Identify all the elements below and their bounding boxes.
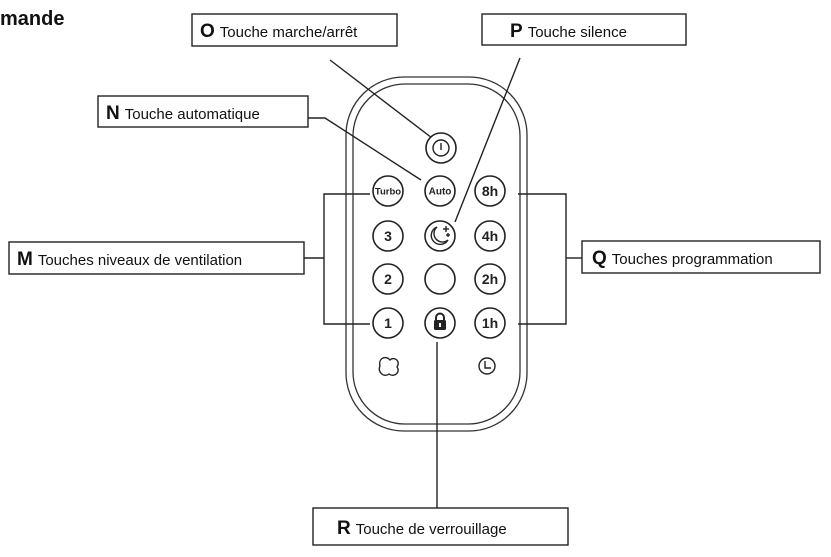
leader-M-bracket: [323, 193, 370, 325]
callout-N: N Touche automatique: [97, 95, 309, 128]
leader-lines: [304, 57, 582, 508]
page-title: mande: [0, 8, 64, 30]
callout-text-N: Touche automatique: [125, 106, 260, 123]
leader-O: [329, 59, 433, 139]
leader-Q-bracket: [518, 193, 567, 325]
fan-icon: [378, 356, 399, 376]
callout-text-Q: Touches programmation: [612, 251, 773, 268]
timer-2h-button[interactable]: 2h: [474, 263, 506, 295]
timer-1h-button[interactable]: 1h: [474, 307, 506, 339]
callout-box-Q: [581, 240, 821, 274]
lock-button[interactable]: [424, 307, 456, 339]
callout-letter-M: M: [17, 249, 33, 270]
timer-2h-label: 2h: [482, 271, 498, 287]
turbo-button[interactable]: Turbo: [372, 175, 404, 207]
timer-4h-label: 4h: [482, 228, 498, 244]
timer-1h-label: 1h: [482, 315, 498, 331]
callout-P: P Touche silence: [481, 13, 687, 46]
callout-text-P: Touche silence: [528, 24, 627, 41]
callout-box-N: [97, 95, 309, 128]
turbo-label: Turbo: [375, 187, 401, 198]
callout-letter-N: N: [106, 103, 120, 124]
fan-level-1-button[interactable]: 1: [372, 307, 404, 339]
callout-letter-R: R: [337, 518, 351, 539]
lock-icon: [434, 312, 446, 330]
blank-button[interactable]: [424, 263, 456, 295]
fan-level-2-label: 2: [384, 271, 392, 287]
fan-level-1-label: 1: [384, 315, 392, 331]
auto-button[interactable]: Auto: [424, 175, 456, 207]
fan-level-3-label: 3: [384, 228, 392, 244]
callout-text-R: Touche de verrouillage: [356, 521, 507, 538]
callout-letter-O: O: [200, 21, 215, 42]
power-icon: [432, 139, 450, 157]
clock-icon: [478, 357, 496, 375]
fan-level-3-button[interactable]: 3: [372, 220, 404, 252]
callout-box-M: [8, 241, 305, 275]
callout-letter-P: P: [510, 21, 523, 42]
callout-R: R Touche de verrouillage: [312, 507, 569, 546]
callout-O: O Touche marche/arrêt: [191, 13, 398, 47]
callout-box-P: [481, 13, 687, 46]
power-button[interactable]: [425, 132, 457, 164]
callout-Q: Q Touches programmation: [581, 240, 821, 274]
callout-text-O: Touche marche/arrêt: [220, 24, 358, 41]
auto-label: Auto: [429, 187, 452, 198]
remote-buttons: Turbo Auto 8h 3 4h: [372, 132, 506, 376]
leader-N: [308, 117, 422, 181]
silence-button[interactable]: [424, 220, 456, 252]
callout-text-M: Touches niveaux de ventilation: [38, 252, 242, 269]
leader-P: [454, 57, 521, 223]
callout-letter-Q: Q: [592, 248, 607, 269]
timer-4h-button[interactable]: 4h: [474, 220, 506, 252]
timer-8h-label: 8h: [482, 183, 498, 199]
callout-box-R: [312, 507, 569, 546]
moon-icon: [430, 226, 450, 246]
timer-8h-button[interactable]: 8h: [474, 175, 506, 207]
callout-M: M Touches niveaux de ventilation: [8, 241, 305, 275]
fan-level-2-button[interactable]: 2: [372, 263, 404, 295]
callout-box-O: [191, 13, 398, 47]
